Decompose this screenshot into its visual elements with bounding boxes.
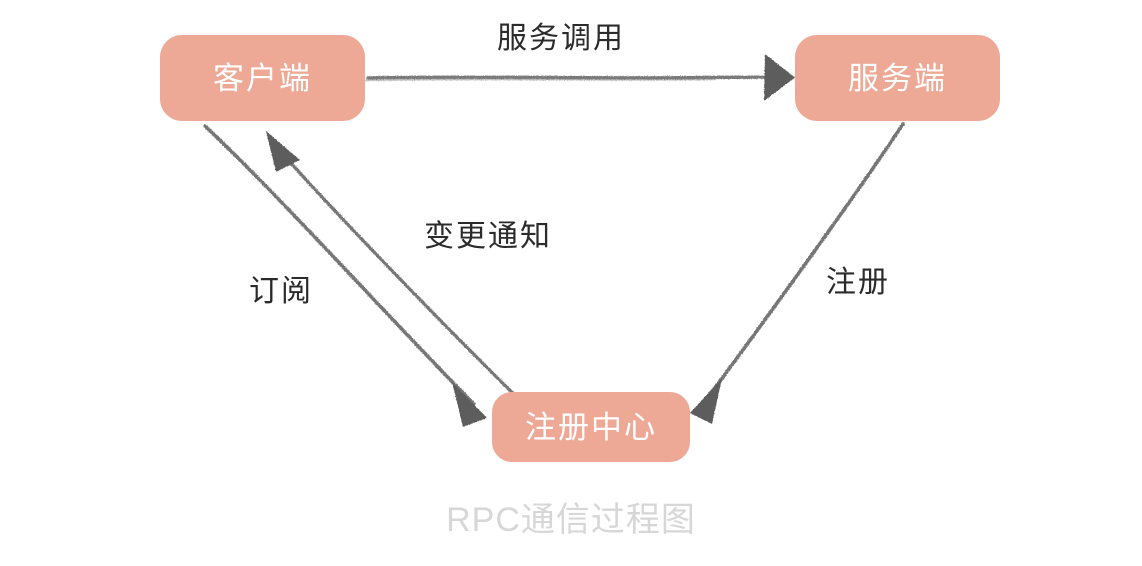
edge-label-service-call: 服务调用 — [497, 22, 625, 55]
arrowhead-register — [690, 378, 722, 424]
diagram-caption: RPC通信过程图 — [446, 501, 696, 539]
edge-label-subscribe: 订阅 — [249, 275, 313, 308]
node-server[interactable]: 服务端 — [795, 35, 1000, 121]
edge-subscribe — [203, 124, 476, 406]
edge-label-change-notify: 变更通知 — [424, 220, 552, 253]
node-registry-label: 注册中心 — [525, 409, 657, 445]
arrowhead-subscribe — [452, 382, 487, 427]
edge-register — [710, 122, 905, 394]
edge-change-notify — [286, 158, 526, 406]
edge-service-call — [365, 75, 774, 82]
node-server-label: 服务端 — [848, 60, 947, 96]
arrowhead-service-call — [764, 54, 795, 101]
arrowhead-change-notify — [266, 131, 300, 172]
edge-label-register: 注册 — [826, 266, 890, 299]
node-registry[interactable]: 注册中心 — [492, 392, 690, 462]
node-client-label: 客户端 — [213, 60, 312, 96]
node-client[interactable]: 客户端 — [160, 35, 365, 121]
